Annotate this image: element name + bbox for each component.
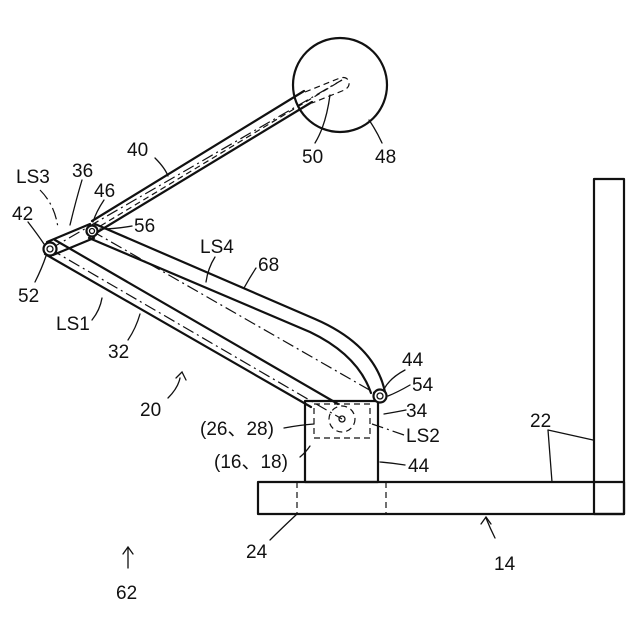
label-34: 34 bbox=[406, 401, 428, 422]
label-42: 42 bbox=[12, 204, 33, 225]
pivot-56-outer bbox=[87, 226, 98, 237]
leader-14-tip bbox=[481, 517, 491, 524]
label-68: 68 bbox=[258, 255, 279, 276]
leader-44-top bbox=[384, 370, 405, 389]
label-26-28: (26、28) bbox=[200, 419, 274, 440]
leader-54 bbox=[388, 385, 410, 396]
leader-36 bbox=[70, 180, 82, 225]
connector-top bbox=[47, 224, 90, 242]
label-46: 46 bbox=[94, 181, 115, 202]
pivot-54-outer bbox=[374, 390, 387, 403]
label-36: 36 bbox=[72, 161, 93, 182]
leader-68 bbox=[244, 268, 256, 288]
arm-68-bottom-edge bbox=[89, 238, 371, 393]
vertical-wall bbox=[594, 179, 624, 514]
arm-40-top-edge bbox=[92, 91, 304, 221]
leader-ls4 bbox=[206, 257, 215, 282]
leader-24 bbox=[270, 514, 297, 540]
leader-50 bbox=[315, 95, 330, 143]
leader-52 bbox=[35, 256, 46, 282]
label-54: 54 bbox=[412, 375, 434, 396]
label-ls4: LS4 bbox=[200, 237, 234, 258]
leader-44-bottom bbox=[380, 462, 405, 465]
leader-ls2 bbox=[372, 424, 404, 435]
shaft-50 bbox=[305, 78, 349, 104]
leader-22-b bbox=[548, 430, 552, 482]
label-ls1: LS1 bbox=[56, 314, 90, 335]
leader-22 bbox=[548, 430, 593, 440]
label-40: 40 bbox=[127, 140, 148, 161]
label-44-top: 44 bbox=[402, 350, 424, 371]
centerline-ls4 bbox=[92, 231, 380, 396]
arm-40-bottom-edge bbox=[96, 102, 312, 233]
leader-14 bbox=[486, 518, 495, 538]
label-50: 50 bbox=[302, 147, 323, 168]
leader-34 bbox=[384, 410, 406, 414]
label-ls3: LS3 bbox=[16, 167, 50, 188]
label-24: 24 bbox=[246, 542, 268, 563]
centerline-ls1 bbox=[50, 249, 342, 419]
arm-32-top-edge bbox=[55, 240, 338, 404]
label-ls2: LS2 bbox=[406, 426, 440, 447]
label-32: 32 bbox=[108, 342, 129, 363]
label-62: 62 bbox=[116, 583, 137, 604]
label-16-18: (16、18) bbox=[214, 452, 288, 473]
leader-26-28 bbox=[284, 424, 314, 428]
connector-bottom bbox=[53, 238, 94, 255]
pivot-52-outer bbox=[44, 243, 57, 256]
base-plate bbox=[258, 482, 624, 514]
leader-32 bbox=[128, 314, 140, 340]
label-22: 22 bbox=[530, 411, 551, 432]
label-20: 20 bbox=[140, 400, 161, 421]
label-44-bottom: 44 bbox=[408, 456, 430, 477]
inner-dashed-box bbox=[314, 404, 370, 438]
label-14: 14 bbox=[494, 554, 516, 575]
label-52: 52 bbox=[18, 286, 39, 307]
disc-48 bbox=[293, 38, 387, 132]
label-48: 48 bbox=[375, 147, 396, 168]
leader-20 bbox=[168, 378, 180, 398]
leader-42 bbox=[28, 222, 44, 244]
leader-48 bbox=[369, 120, 382, 143]
label-56: 56 bbox=[134, 216, 155, 237]
pedestal-block bbox=[305, 401, 378, 482]
leader-20-tip bbox=[176, 372, 186, 380]
leader-ls3 bbox=[40, 190, 58, 228]
leader-ls1 bbox=[92, 298, 102, 320]
leader-40 bbox=[155, 158, 168, 176]
